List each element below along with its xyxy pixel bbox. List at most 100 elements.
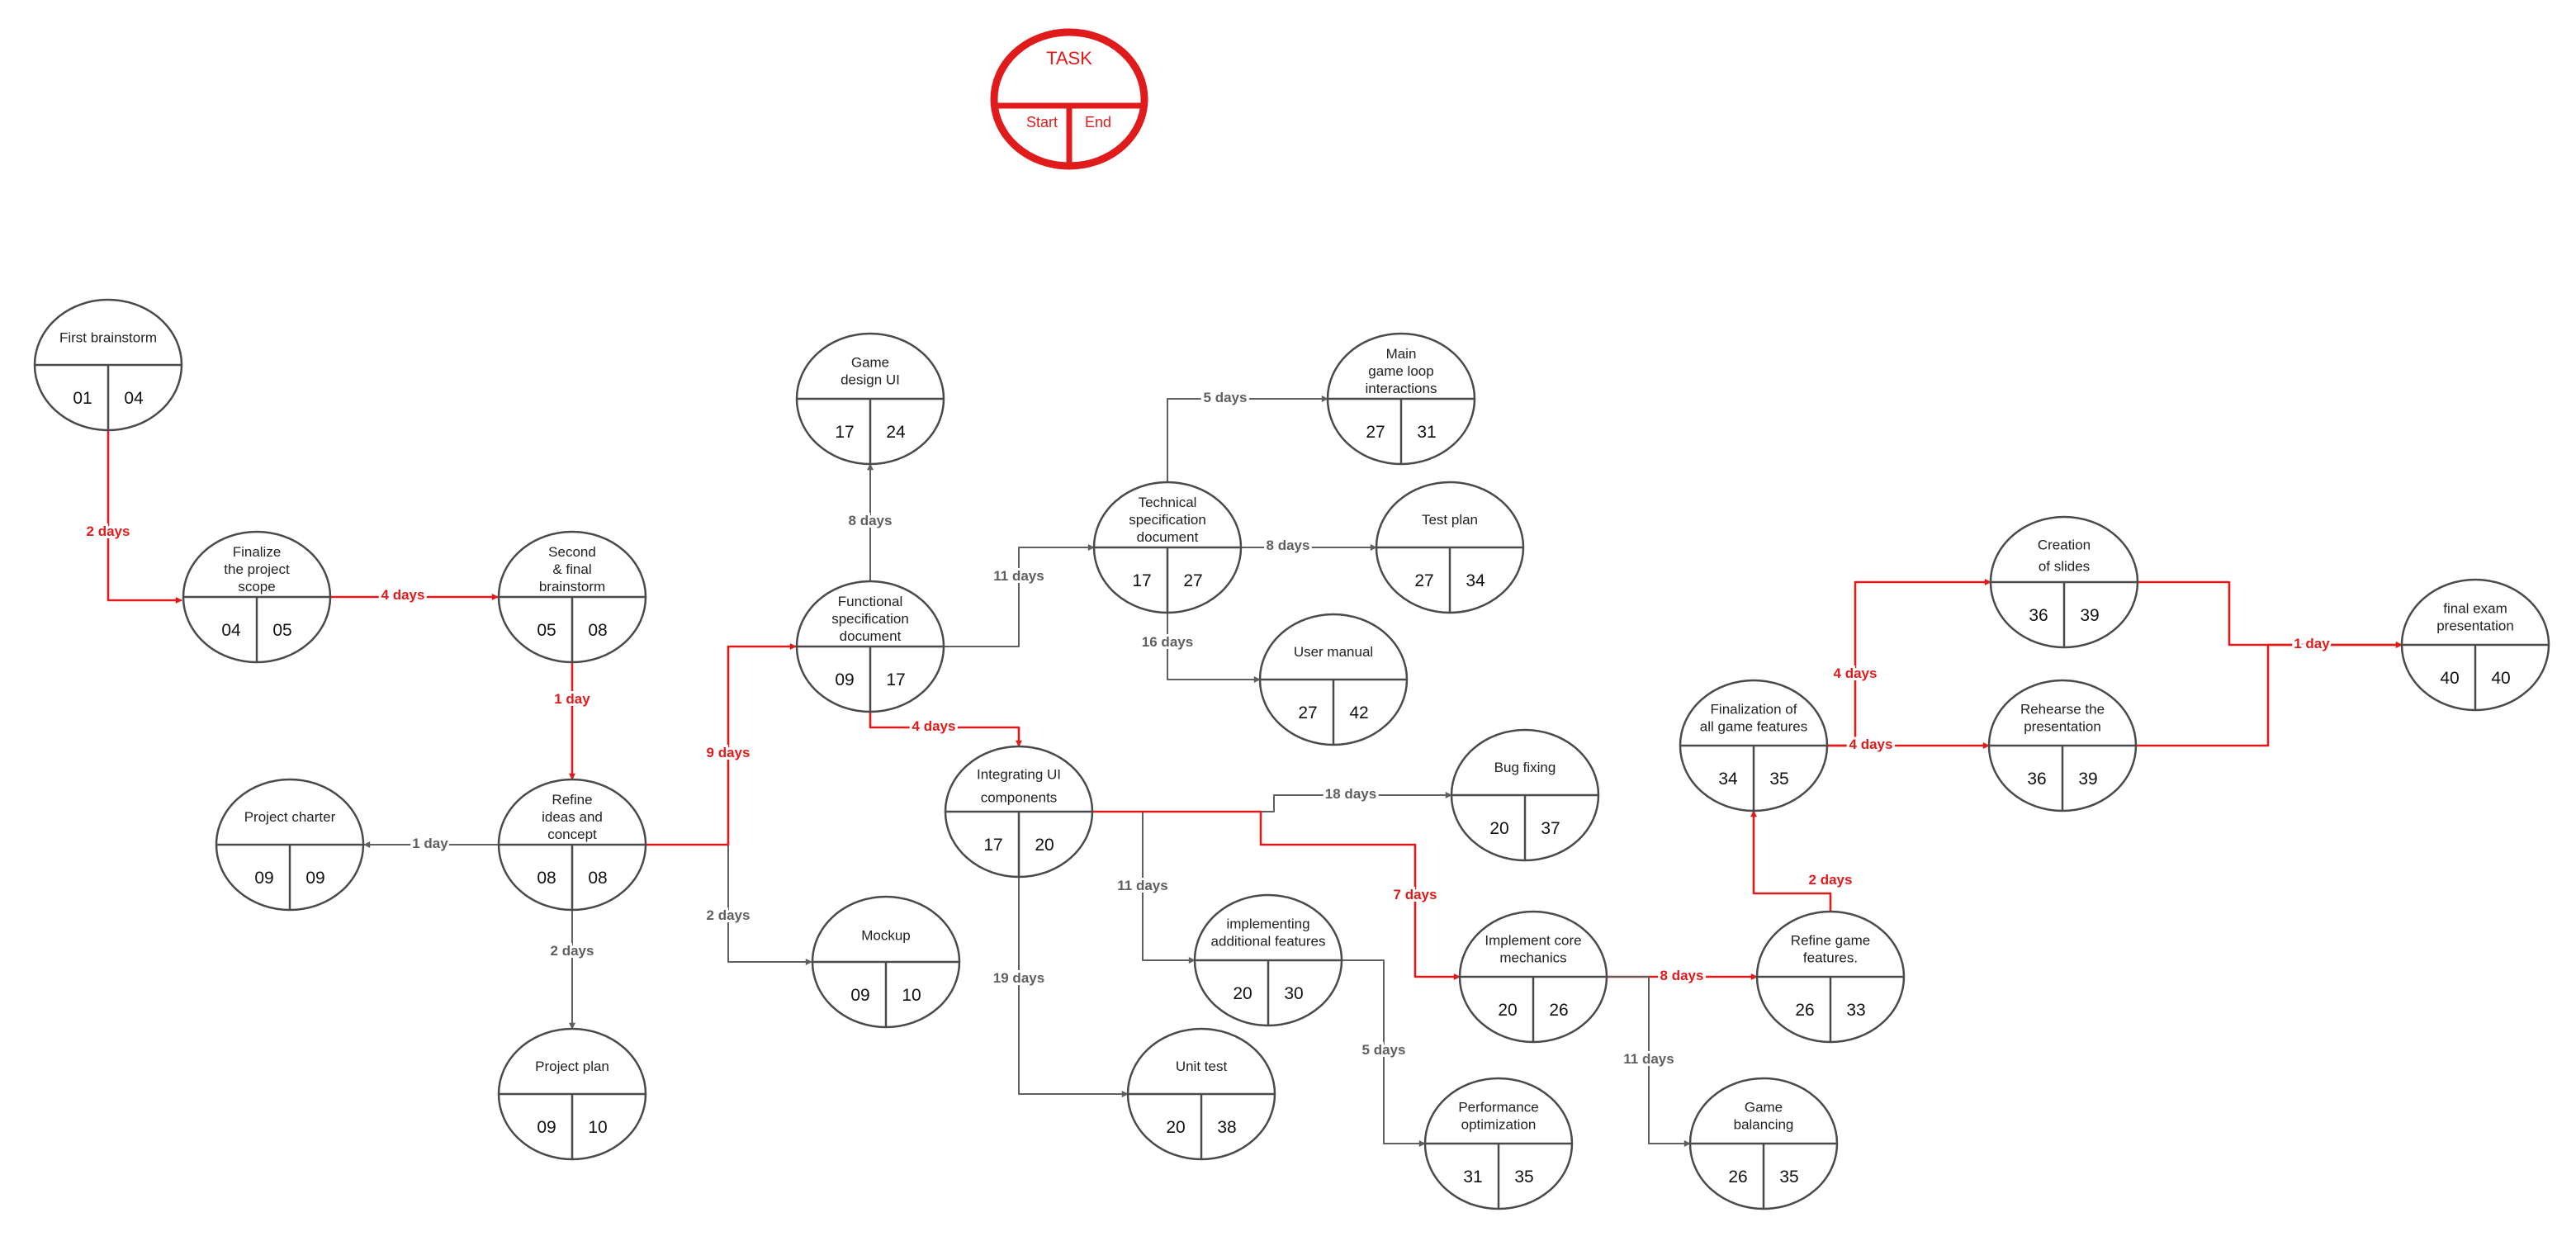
edge-line: [1167, 613, 1261, 683]
task-node-end: 10: [588, 1118, 607, 1137]
edge-additional-features-to-performance: 5 days: [1342, 959, 1426, 1147]
task-node-start: 31: [1463, 1168, 1482, 1187]
task-node-end: 35: [1769, 770, 1788, 789]
task-node-name-line: Game: [851, 354, 889, 370]
edge-functional-spec-to-integrating-ui: 4 days: [869, 712, 1022, 747]
edge-technical-spec-to-test-plan: 8 days: [1241, 535, 1377, 556]
edge-duration-label: 4 days: [1849, 737, 1893, 752]
task-node-end: 08: [588, 621, 607, 640]
task-node-start: 09: [537, 1118, 556, 1137]
task-node-start: 17: [983, 836, 1002, 855]
edge-duration-label: 16 days: [1142, 634, 1193, 650]
edge-first-brainstorm-to-finalize-scope: 2 days: [84, 429, 182, 604]
task-node-end: 39: [2078, 770, 2097, 789]
task-node-name-line: optimization: [1461, 1116, 1537, 1132]
edges-layer: 2 days 4 days 1 day 1 day 2 days 2 days 9 days…: [84, 387, 2403, 1147]
task-node-name-line: design UI: [841, 372, 900, 387]
task-node-start: 17: [835, 423, 854, 442]
task-node-start: 26: [1795, 1001, 1814, 1020]
legend: TASK Start End: [990, 28, 1148, 170]
task-node-name-line: brainstorm: [539, 579, 605, 594]
edge-line: [646, 844, 812, 965]
task-node-start: 09: [850, 986, 869, 1005]
task-node-start: 20: [1498, 1001, 1517, 1020]
task-node-end: 20: [1035, 836, 1054, 855]
task-node-start: 08: [537, 869, 556, 888]
task-node-start: 20: [1233, 984, 1252, 1003]
task-node-name-line: of slides: [2039, 559, 2090, 575]
task-node-end: 35: [1514, 1168, 1533, 1187]
task-node-end: 10: [902, 986, 921, 1005]
edge-duration-label: 1 day: [412, 836, 448, 851]
task-node-name-line: Test plan: [1422, 512, 1478, 528]
task-node-end: 33: [1846, 1001, 1865, 1020]
edge-line: [1092, 810, 1461, 980]
task-node-start: 17: [1132, 571, 1151, 590]
task-node-name-line: ideas and: [542, 809, 603, 825]
edge-line: [2136, 642, 2403, 747]
task-node-end: 24: [886, 423, 906, 442]
task-node-name-line: Performance: [1458, 1099, 1538, 1115]
task-node-name-line: interactions: [1366, 381, 1437, 396]
edge-duration-label: 1 day: [2294, 636, 2330, 651]
edge-line: [1342, 959, 1426, 1147]
edge-duration-label: 2 days: [1809, 872, 1853, 888]
edge-finalization-to-creation-slides: 4 days: [1827, 579, 1991, 747]
task-node-name-line: Project charter: [244, 809, 336, 825]
task-node-name-line: all game features: [1700, 718, 1807, 734]
edge-line: [1750, 810, 1832, 912]
task-node-game-design-ui: Game design UI 17 24: [795, 332, 945, 466]
edge-line: [944, 544, 1095, 647]
edge-finalization-to-rehearse: 4 days: [1827, 734, 1990, 755]
task-node-start: 09: [835, 670, 854, 689]
edge-duration-label: 2 days: [87, 523, 130, 539]
task-node-start: 27: [1366, 423, 1385, 442]
task-node-name-line: Unit test: [1176, 1059, 1228, 1074]
task-node-name-line: features.: [1803, 950, 1858, 965]
edge-line: [1092, 792, 1452, 812]
task-node-name-line: additional features: [1211, 933, 1326, 949]
task-node-project-plan: Project plan 09 10: [497, 1027, 647, 1161]
task-node-name-line: components: [981, 789, 1058, 805]
task-node-end: 39: [2080, 606, 2099, 625]
edge-duration-label: 7 days: [1394, 887, 1437, 902]
task-node-name-line: mechanics: [1499, 950, 1566, 965]
edge-duration-label: 4 days: [381, 587, 425, 603]
edge-refine-ideas-to-project-plan: 2 days: [548, 910, 596, 1030]
task-node-end: 42: [1349, 703, 1368, 722]
task-node-end: 35: [1779, 1168, 1798, 1187]
task-node-start: 27: [1298, 703, 1317, 722]
edge-duration-label: 8 days: [849, 513, 893, 528]
edge-refine-game-to-finalization: 2 days: [1750, 810, 1854, 912]
edge-duration-label: 9 days: [707, 745, 751, 760]
task-node-start: 05: [537, 621, 556, 640]
task-node-end: 17: [886, 670, 905, 689]
edge-duration-label: 5 days: [1362, 1042, 1406, 1058]
edge-refine-ideas-to-functional-spec: 9 days: [646, 643, 797, 846]
edge-duration-label: 2 days: [707, 907, 751, 923]
edge-functional-spec-to-game-design-ui: 8 days: [846, 463, 894, 581]
edge-core-mechanics-to-refine-game: 8 days: [1607, 965, 1758, 986]
edge-technical-spec-to-main-game-loop: 5 days: [1167, 387, 1328, 482]
legend-start-label: Start: [1026, 114, 1058, 130]
edge-duration-label: 8 days: [1267, 538, 1310, 553]
legend-ellipse: [990, 28, 1148, 170]
edge-line: [2138, 580, 2403, 648]
task-node-name-line: Technical: [1139, 495, 1197, 510]
task-node-name-line: Project plan: [535, 1059, 609, 1074]
